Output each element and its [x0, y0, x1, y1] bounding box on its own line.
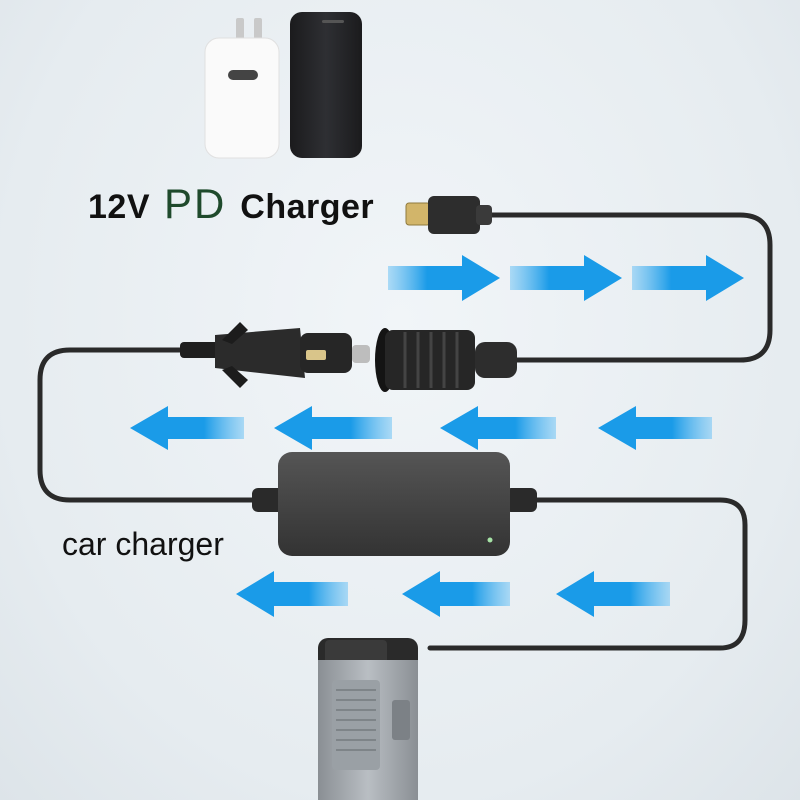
arrow-left-icon [274, 406, 392, 450]
charger-text: Charger [240, 188, 375, 226]
arrow-left-icon [236, 571, 348, 617]
power-bank-icon [290, 12, 362, 158]
car-charger-label: car charger [62, 526, 224, 562]
arrow-right-icon [632, 255, 744, 301]
arrow-right-icon [510, 255, 622, 301]
pd-text: PD [163, 180, 227, 227]
arrow-left-icon [440, 406, 556, 450]
arrow-left-icon [130, 406, 244, 450]
cable-lines [37, 212, 773, 651]
arrow-left-icon [402, 571, 510, 617]
power-adapter-icon [252, 452, 537, 556]
arrow-left-icon [598, 406, 712, 450]
arrow-right-icon [388, 255, 500, 301]
wall-charger-icon [204, 18, 280, 159]
voltage-text: 12V [88, 188, 150, 226]
car-plug-icon [180, 322, 370, 388]
pd-charger-label: 12V PD Charger [88, 180, 374, 228]
arrow-left-icon [556, 571, 670, 617]
car-socket-icon [375, 328, 517, 392]
drone-battery-icon [318, 638, 418, 800]
usb-c-plug-icon [405, 196, 492, 234]
